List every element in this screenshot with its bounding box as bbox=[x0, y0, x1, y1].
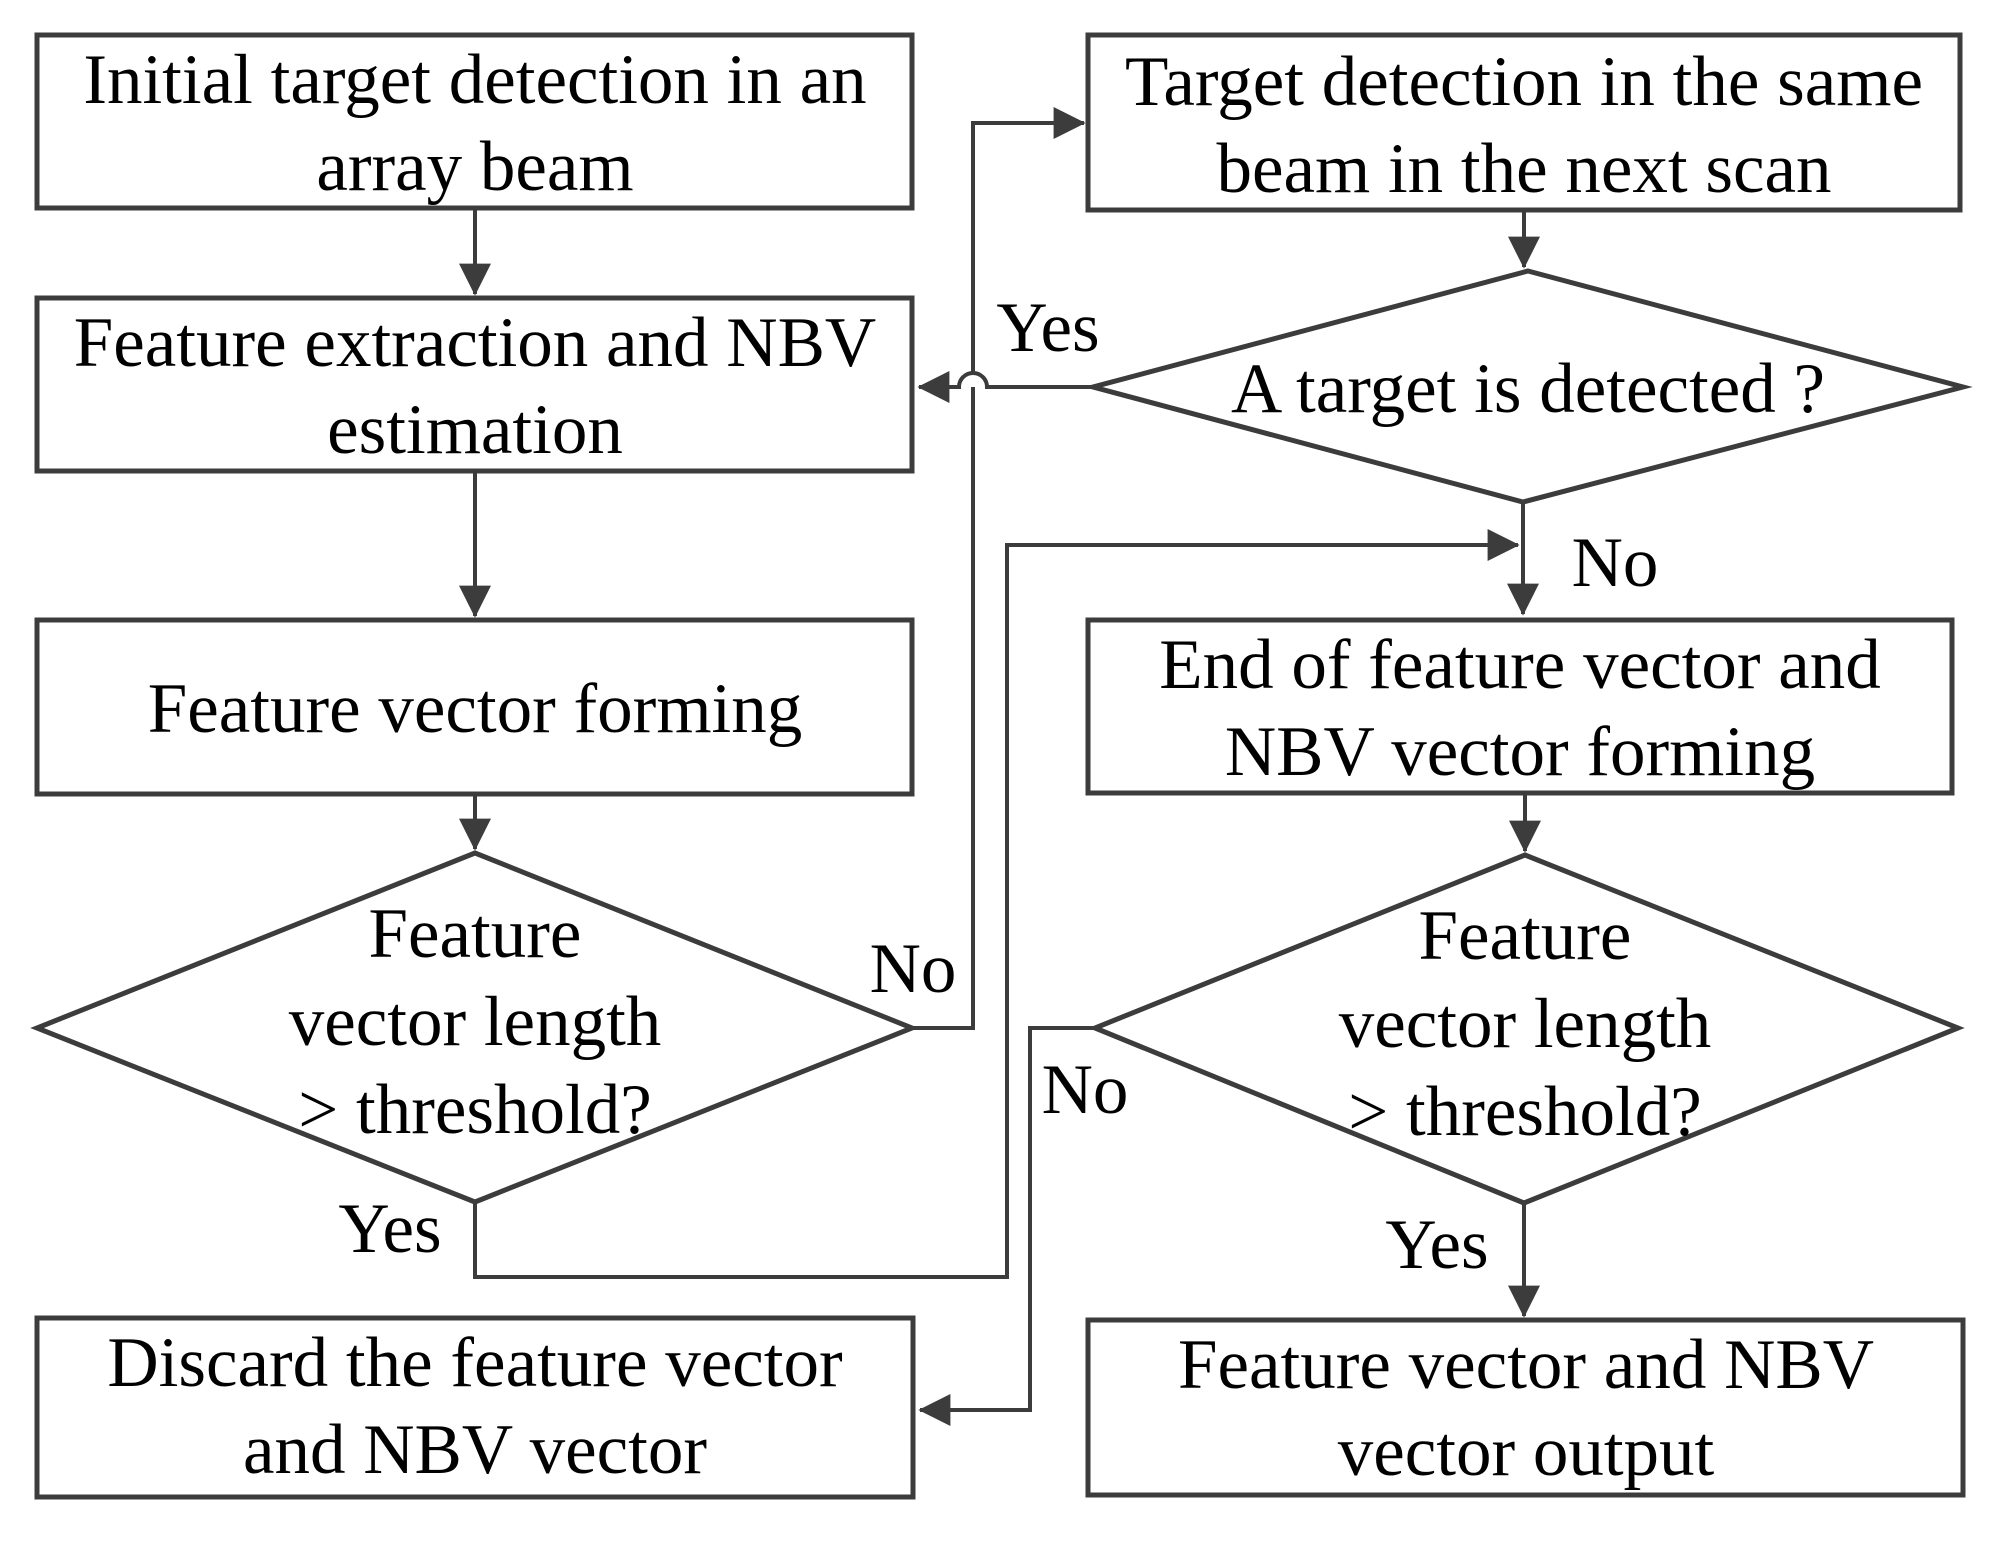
right-threshold-line3: > threshold? bbox=[1348, 1073, 1702, 1151]
node-discard bbox=[34, 1315, 916, 1500]
edge-labels: Yes No No Yes No Yes bbox=[338, 289, 1658, 1284]
target-detection-next-scan-line1: Target detection in the same bbox=[1125, 43, 1923, 121]
label-right-threshold-yes: Yes bbox=[1385, 1206, 1488, 1284]
node-left-threshold-decision bbox=[30, 850, 919, 1205]
node-target-detected-decision bbox=[1083, 268, 1973, 505]
end-of-forming-line2: NBV vector forming bbox=[1225, 713, 1815, 791]
feature-vector-forming-line1: Feature vector forming bbox=[148, 670, 803, 748]
output-line2: vector output bbox=[1338, 1413, 1715, 1491]
node-target-detection-next-scan bbox=[1085, 32, 1963, 213]
discard-line2: and NBV vector bbox=[243, 1411, 707, 1489]
node-labels: Initial target detection in an array bea… bbox=[74, 41, 1923, 1491]
target-detected-line1: A target is detected ? bbox=[1231, 350, 1825, 428]
target-detection-next-scan-line2: beam in the next scan bbox=[1216, 130, 1831, 208]
end-of-forming-line1: End of feature vector and bbox=[1159, 626, 1880, 704]
label-target-detected-yes: Yes bbox=[996, 289, 1099, 367]
edge-left-threshold-no-loop bbox=[912, 107, 1086, 1030]
node-end-of-forming bbox=[1085, 617, 1955, 796]
discard-line1: Discard the feature vector bbox=[107, 1324, 843, 1402]
label-target-detected-no: No bbox=[1572, 524, 1659, 602]
left-threshold-line1: Feature bbox=[369, 895, 582, 973]
node-feature-extraction bbox=[34, 295, 915, 474]
output-line1: Feature vector and NBV bbox=[1178, 1326, 1874, 1404]
left-threshold-line3: > threshold? bbox=[298, 1071, 652, 1149]
right-threshold-line1: Feature bbox=[1419, 897, 1632, 975]
node-shapes bbox=[30, 32, 1973, 1500]
label-left-threshold-no: No bbox=[870, 930, 957, 1008]
edge-right-threshold-no-to-discard bbox=[918, 1026, 1095, 1426]
connectors bbox=[459, 107, 1541, 1426]
edge-left-threshold-yes-merge bbox=[473, 529, 1520, 1279]
initial-detection-line1: Initial target detection in an bbox=[83, 41, 866, 119]
node-right-threshold-decision bbox=[1088, 852, 1965, 1206]
right-threshold-line2: vector length bbox=[1339, 985, 1712, 1063]
node-feature-vector-forming bbox=[34, 617, 915, 797]
edge-detected-yes-return bbox=[917, 371, 1093, 403]
label-right-threshold-no: No bbox=[1042, 1051, 1129, 1129]
label-left-threshold-yes: Yes bbox=[338, 1190, 441, 1268]
node-output bbox=[1085, 1317, 1966, 1498]
feature-extraction-line1: Feature extraction and NBV bbox=[74, 304, 876, 382]
feature-extraction-line2: estimation bbox=[327, 391, 623, 469]
left-threshold-line2: vector length bbox=[289, 983, 662, 1061]
node-initial-detection bbox=[34, 32, 915, 211]
initial-detection-line2: array beam bbox=[316, 128, 633, 206]
